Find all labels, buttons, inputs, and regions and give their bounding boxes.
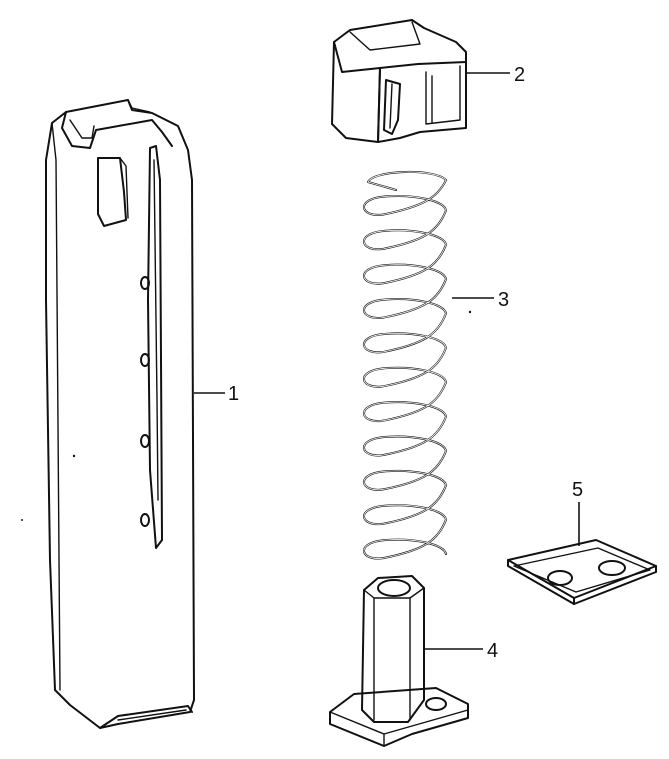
part-5-locking-plate [507,539,657,605]
callout-label-5: 5 [572,479,583,501]
part-2-follower-cap [331,19,467,143]
spring-coil-outer [363,171,447,560]
callout-label-4: 4 [487,640,498,662]
callout-1: 1 [194,383,239,405]
part-4-floor-plate [329,575,469,747]
spring-coil-inner [363,171,447,559]
callout-label-1: 1 [228,383,239,405]
callout-2: 2 [466,64,525,86]
callout-4: 4 [424,640,498,662]
callout-label-3: 3 [498,289,509,311]
part-1-magazine-body [21,99,195,729]
part-3-spring [363,171,447,560]
callout-label-2: 2 [514,64,525,86]
callout-3: 3 [452,289,509,314]
callout-5: 5 [572,479,583,546]
